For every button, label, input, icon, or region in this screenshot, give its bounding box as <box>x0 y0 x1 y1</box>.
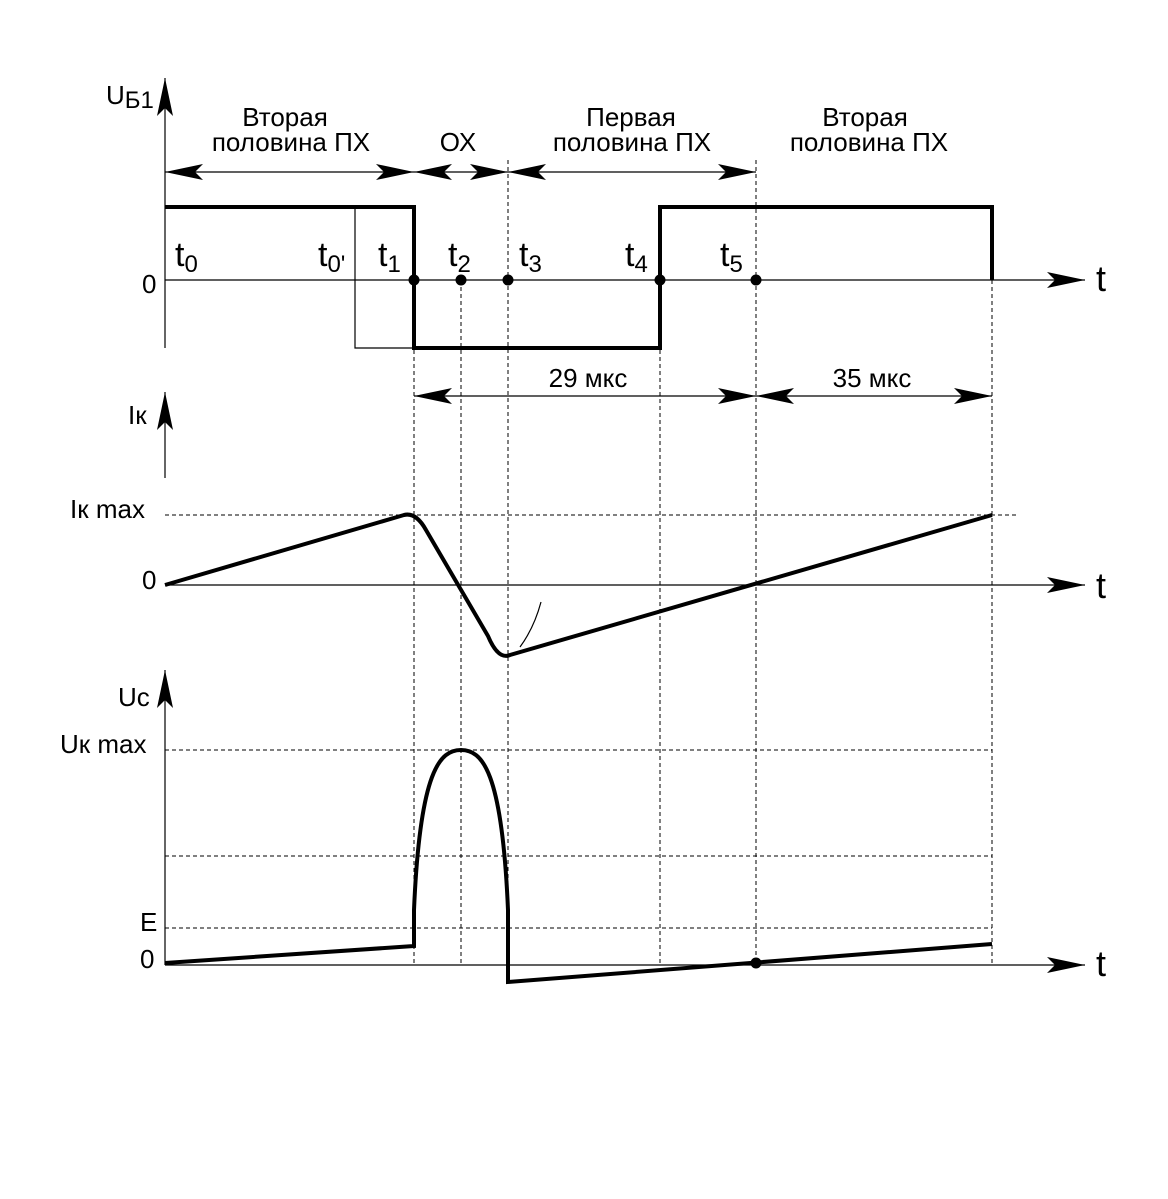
point-t3 <box>502 274 514 286</box>
ik-max-label: Iк max <box>70 494 145 524</box>
middle-zero-label: 0 <box>142 565 156 595</box>
phase-first-half-line1: Первая <box>586 102 676 132</box>
phase-second-half-2-line2: половина ПХ <box>790 127 948 157</box>
duration-label-35: 35 мкс <box>833 363 912 393</box>
phase-second-half-1-line1: Вторая <box>242 102 328 132</box>
phase-first-half-line2: половина ПХ <box>553 127 711 157</box>
base-voltage-alt-edge <box>354 207 414 349</box>
top-y-label-sub: Б1 <box>125 87 154 114</box>
top-panel: UБ1 0 t t0 t0' t1 t2 t3 t4 t5 Вторая пол… <box>106 78 1106 404</box>
top-t-axis-label: t <box>1096 258 1106 299</box>
label-t2: t2 <box>448 236 471 278</box>
point-t5 <box>750 274 762 286</box>
point-t1 <box>408 274 420 286</box>
collector-current-waveform <box>164 512 993 658</box>
middle-panel: Iк Iк max 0 t <box>70 392 1106 658</box>
label-t0: t0 <box>175 236 198 278</box>
bottom-y-label: Uc <box>118 682 150 712</box>
duration-label-29: 29 мкс <box>549 363 628 393</box>
middle-y-label: Iк <box>128 400 147 430</box>
top-y-label: UБ1 <box>106 80 154 114</box>
point-t2 <box>455 274 467 286</box>
bottom-zero-label: 0 <box>140 944 154 974</box>
label-t4: t4 <box>625 236 648 278</box>
phase-second-half-1-line2: половина ПХ <box>212 127 370 157</box>
base-voltage-waveform <box>165 205 994 350</box>
label-t1: t1 <box>378 236 401 278</box>
guide-lines <box>413 160 993 965</box>
top-zero-label: 0 <box>142 269 156 299</box>
bottom-t-axis-label: t <box>1096 943 1106 984</box>
middle-t-axis-label: t <box>1096 565 1106 606</box>
collector-voltage-waveform <box>164 747 993 985</box>
phase-reverse-label: ОХ <box>440 127 476 157</box>
label-t3: t3 <box>519 236 542 278</box>
label-t0-prime: t0' <box>318 236 345 278</box>
collector-current-alt-curve <box>519 601 542 648</box>
point-t4 <box>654 274 666 286</box>
e-label: E <box>140 907 157 937</box>
label-t5: t5 <box>720 236 743 278</box>
bottom-panel: Uc Uк max E 0 t <box>60 670 1106 985</box>
phase-second-half-2-line1: Вторая <box>822 102 908 132</box>
uk-max-label: Uк max <box>60 729 147 759</box>
point-t5-voltage-zero <box>750 957 762 969</box>
